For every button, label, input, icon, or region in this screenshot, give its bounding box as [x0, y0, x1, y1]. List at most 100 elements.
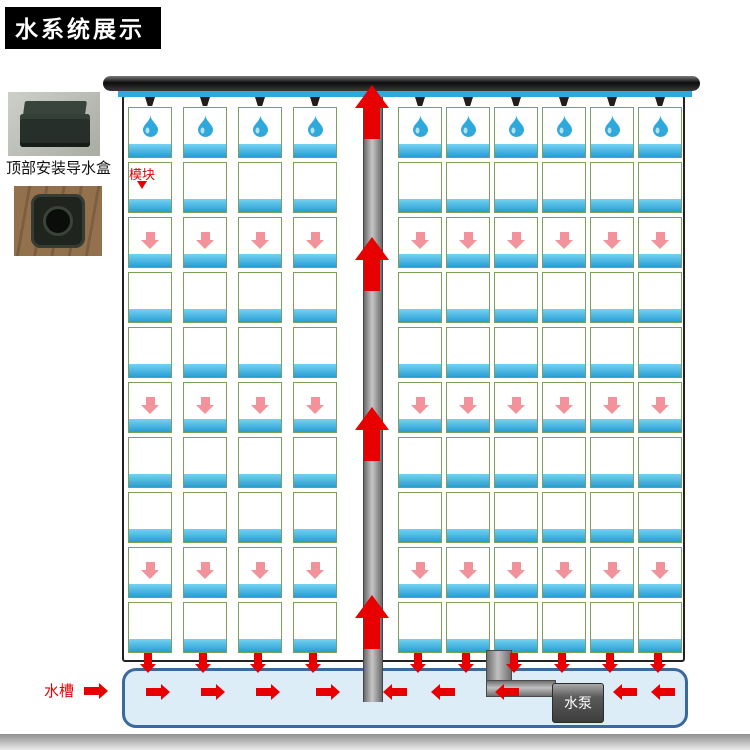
- module-water-strip: [639, 144, 681, 157]
- module-water-strip: [447, 639, 489, 652]
- water-drop-wrap: [604, 115, 621, 137]
- module-water-strip: [591, 639, 633, 652]
- module-callout-label: 模块: [129, 167, 156, 182]
- module-cell: [446, 327, 490, 378]
- module-water-strip: [294, 309, 336, 322]
- pipe-hook-icon: [255, 97, 265, 106]
- module-cell: [398, 272, 442, 323]
- module-cell: [293, 272, 337, 323]
- module-water-strip: [495, 474, 537, 487]
- water-drop-icon: [197, 115, 213, 137]
- module-water-strip: [591, 584, 633, 597]
- module-water-strip: [399, 364, 441, 377]
- water-drop-wrap: [508, 115, 525, 137]
- module-water-strip: [399, 309, 441, 322]
- module-water-strip: [399, 474, 441, 487]
- module-cell: [128, 162, 172, 213]
- up-arrow-icon: [355, 85, 389, 139]
- module-cell: [638, 602, 682, 653]
- module-cell: [183, 602, 227, 653]
- module-cell: [293, 437, 337, 488]
- module-water-strip: [294, 529, 336, 542]
- water-drop-icon: [252, 115, 268, 137]
- pipe-hook-icon: [200, 97, 210, 106]
- water-guide-box-photo: [8, 92, 100, 156]
- down-arrow-icon: [250, 397, 269, 414]
- module-water-strip: [129, 584, 171, 597]
- module-cell: [590, 547, 634, 598]
- module-cell: [398, 107, 442, 158]
- module-water-strip: [184, 144, 226, 157]
- module-cell: [293, 602, 337, 653]
- module-cell: [542, 327, 586, 378]
- module-water-strip: [129, 639, 171, 652]
- module-water-strip: [399, 254, 441, 267]
- module-cell: [183, 217, 227, 268]
- flow-arrow-right-icon: [256, 684, 280, 700]
- module-cell: [183, 162, 227, 213]
- module-water-strip: [294, 419, 336, 432]
- module-callout-arrow-icon: [137, 181, 147, 189]
- module-cell: [293, 162, 337, 213]
- module-water-strip: [447, 144, 489, 157]
- module-cell: [542, 437, 586, 488]
- module-water-strip: [447, 254, 489, 267]
- module-water-strip: [495, 199, 537, 212]
- module-cell: [128, 107, 172, 158]
- module-cell: [542, 162, 586, 213]
- module-cell: [494, 162, 538, 213]
- module-cell: [638, 382, 682, 433]
- module-cell: [238, 107, 282, 158]
- module-water-strip: [129, 254, 171, 267]
- module-water-strip: [184, 254, 226, 267]
- down-arrow-icon: [506, 232, 525, 249]
- trough-label: 水槽: [44, 683, 75, 700]
- module-cell: [542, 217, 586, 268]
- water-guide-box-lid: [23, 101, 87, 115]
- bottom-gradient-bar: [0, 734, 750, 750]
- module-cell: [590, 492, 634, 543]
- module-cell: [398, 492, 442, 543]
- drain-arrow-icon: [554, 653, 570, 673]
- module-cell: [542, 107, 586, 158]
- module-water-strip: [495, 309, 537, 322]
- module-cell: [638, 217, 682, 268]
- down-arrow-icon: [554, 232, 573, 249]
- drain-arrow-icon: [458, 653, 474, 673]
- module-cell: [638, 437, 682, 488]
- module-cell: [398, 382, 442, 433]
- module-cell: [293, 492, 337, 543]
- module-cell: [494, 602, 538, 653]
- module-water-strip: [447, 199, 489, 212]
- down-arrow-icon: [140, 397, 159, 414]
- flow-arrow-right-icon: [146, 684, 170, 700]
- module-water-strip: [447, 419, 489, 432]
- module-cell: [183, 547, 227, 598]
- drain-arrow-icon: [506, 653, 522, 673]
- drain-arrow-icon: [140, 653, 156, 673]
- module-cell: [398, 602, 442, 653]
- pump-label: 水泵: [564, 695, 592, 711]
- module-cell: [238, 327, 282, 378]
- pipe-hook-icon: [463, 97, 473, 106]
- module-water-strip: [543, 364, 585, 377]
- water-drop-icon: [652, 115, 668, 137]
- water-drop-icon: [604, 115, 620, 137]
- module-cell: [446, 492, 490, 543]
- module-cell: [128, 437, 172, 488]
- module-water-strip: [495, 639, 537, 652]
- top-water-line: [118, 91, 692, 97]
- module-cell: [183, 382, 227, 433]
- module-water-strip: [591, 419, 633, 432]
- down-arrow-icon: [410, 562, 429, 579]
- top-distribution-pipe: [103, 76, 700, 91]
- module-water-strip: [239, 529, 281, 542]
- water-drop-wrap: [412, 115, 429, 137]
- up-arrow-icon: [355, 237, 389, 291]
- down-arrow-icon: [458, 232, 477, 249]
- module-water-strip: [239, 144, 281, 157]
- module-cell: [590, 272, 634, 323]
- water-drop-wrap: [142, 115, 159, 137]
- module-cell: [638, 492, 682, 543]
- module-water-strip: [184, 639, 226, 652]
